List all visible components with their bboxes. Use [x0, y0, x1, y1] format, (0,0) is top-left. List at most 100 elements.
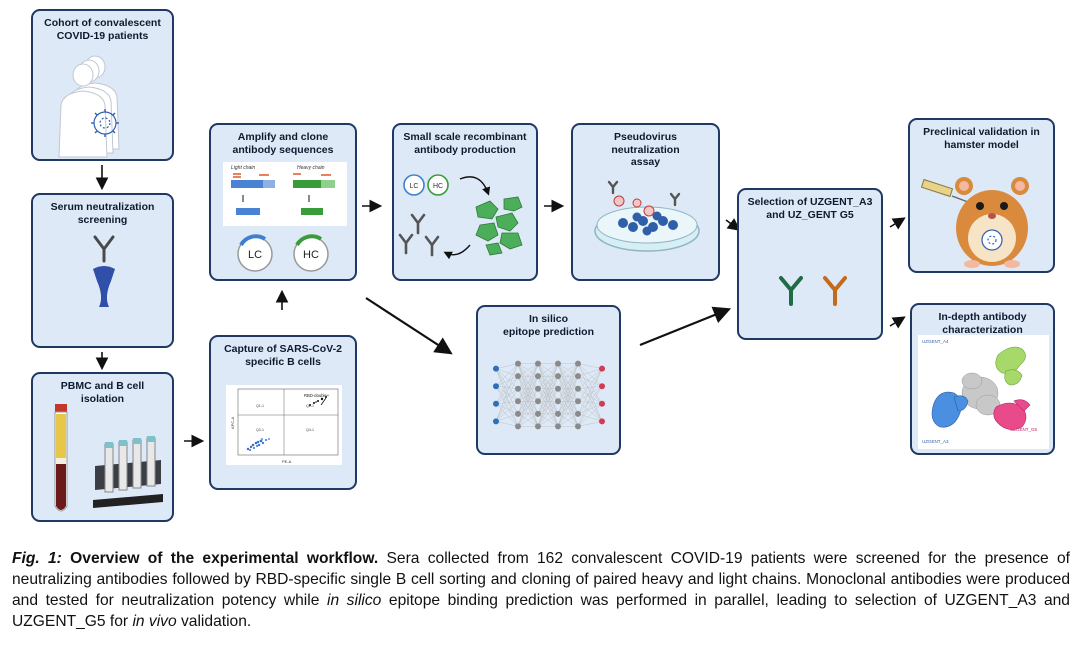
fab-a4-structure — [995, 346, 1026, 386]
plasmid-icons: LC HC — [237, 234, 329, 272]
rbd-double-label: RBD-double+ — [304, 393, 330, 398]
neural-network-illustration — [493, 360, 605, 430]
box-selection: Selection of UZGENT_A3 and UZ_GENT G5 — [737, 188, 883, 340]
spike-rbd-structure — [961, 372, 1001, 416]
network-edge — [557, 363, 579, 427]
network-node — [493, 400, 499, 407]
y-axis-label: APC-A — [230, 416, 235, 429]
preclinical-title: Preclinical validation in hamster model — [923, 126, 1040, 151]
network-node — [575, 360, 581, 367]
indepth-title: In-depth antibody characterization — [938, 311, 1027, 336]
network-edge — [557, 388, 579, 427]
network-edge — [557, 363, 579, 377]
network-node — [515, 360, 521, 367]
box-pbmc: PBMC and B cell isolation — [31, 372, 174, 522]
amplify-title: Amplify and clone antibody sequences — [232, 131, 334, 156]
network-node — [535, 385, 541, 392]
lc-vector-label: LC — [410, 183, 419, 190]
box-preclinical: Preclinical validation in hamster model — [908, 118, 1055, 273]
antibody-binding-icon — [93, 235, 115, 307]
network-node — [555, 360, 561, 367]
q3-label: Q3-1 — [256, 428, 264, 432]
network-edge — [557, 401, 579, 427]
network-edge — [495, 403, 519, 427]
network-edge — [577, 386, 603, 389]
network-edge — [495, 401, 519, 422]
network-edge — [577, 376, 603, 422]
lc-plasmid-icon: LC — [237, 234, 273, 272]
network-edge — [577, 413, 603, 422]
hamster-virus-icon — [981, 229, 1003, 251]
label-uzgent-g5: UZGENT_G5 — [1010, 427, 1038, 432]
label-uzgent-a3: UZGENT_A3 — [922, 439, 949, 444]
network-edge — [517, 376, 539, 427]
network-node — [575, 373, 581, 380]
light-chain-scheme — [231, 173, 275, 215]
network-edge — [577, 388, 603, 404]
network-node — [515, 410, 521, 417]
network-edge — [557, 363, 579, 414]
network-edge — [517, 363, 539, 427]
caption-in-vivo: in vivo — [132, 613, 177, 630]
network-edge — [577, 403, 603, 415]
network-edge — [557, 413, 579, 427]
petri-dish-illustration — [594, 180, 700, 252]
syringe-icon — [920, 178, 969, 203]
arrow-selection-to-preclinical — [889, 217, 906, 230]
network-edge — [577, 368, 603, 402]
network-node — [515, 385, 521, 392]
network-edge — [495, 368, 519, 402]
rbd-positive-cells — [309, 396, 327, 406]
network-node — [515, 398, 521, 405]
hamster-illustration — [920, 177, 1029, 268]
network-edge — [537, 376, 559, 427]
network-edge — [577, 368, 603, 427]
network-edge — [495, 388, 519, 422]
fab-a3-structure — [931, 391, 969, 428]
network-edge — [495, 376, 519, 404]
network-edge — [537, 363, 559, 427]
network-edge — [557, 376, 579, 427]
antibody-products-icon — [398, 213, 440, 257]
network-edge — [495, 386, 519, 427]
network-edge — [577, 401, 603, 404]
network-node — [493, 383, 499, 390]
network-edge — [577, 421, 603, 427]
arrow-amplify-to-insilico — [365, 297, 453, 355]
network-edge — [517, 363, 539, 402]
q4-label: Q4-1 — [306, 428, 314, 432]
network-edge — [495, 386, 519, 414]
pbmc-title: PBMC and B cell isolation — [60, 380, 145, 405]
pseudovirus-icon — [613, 195, 655, 217]
fig-label: Fig. 1: — [12, 550, 62, 567]
network-edge — [517, 401, 539, 427]
network-edge — [495, 363, 519, 422]
network-edge — [577, 363, 603, 422]
figure-caption: Fig. 1: Overview of the experimental wor… — [12, 548, 1070, 632]
selection-title: Selection of UZGENT_A3 and UZ_GENT G5 — [747, 196, 873, 221]
arrow-insilico-to-selection — [639, 306, 732, 347]
box-pseudovirus: Pseudovirus neutralization assay — [571, 123, 720, 281]
caption-text-1: Sera collected from 162 convalescent COV… — [12, 550, 1070, 609]
network-edge — [495, 368, 519, 427]
network-node — [575, 423, 581, 430]
blood-tube-illustration — [54, 404, 163, 512]
network-edge — [577, 368, 603, 377]
tube-rack-icon — [93, 436, 163, 508]
caption-text-3: validation. — [181, 613, 252, 630]
caption-in-silico: in silico — [326, 592, 382, 609]
network-edge — [495, 403, 519, 415]
network-node — [493, 365, 499, 372]
network-edge — [577, 363, 603, 369]
structure-panel: UZGENT_A4 UZGENT_A3 UZGENT_G5 — [918, 335, 1049, 449]
virus-icon — [91, 109, 119, 137]
network-edge — [557, 363, 579, 389]
network-edge — [495, 368, 519, 414]
lc-vector-icon: LC — [403, 174, 425, 196]
box-small-scale: Small scale recombinant antibody product… — [392, 123, 538, 281]
box-indepth: In-depth antibody characterization UZGEN… — [910, 303, 1055, 455]
network-edge — [537, 388, 559, 427]
network-edge — [517, 363, 539, 389]
capture-title: Capture of SARS-CoV-2 specific B cells — [224, 343, 342, 368]
network-edge — [495, 368, 519, 377]
